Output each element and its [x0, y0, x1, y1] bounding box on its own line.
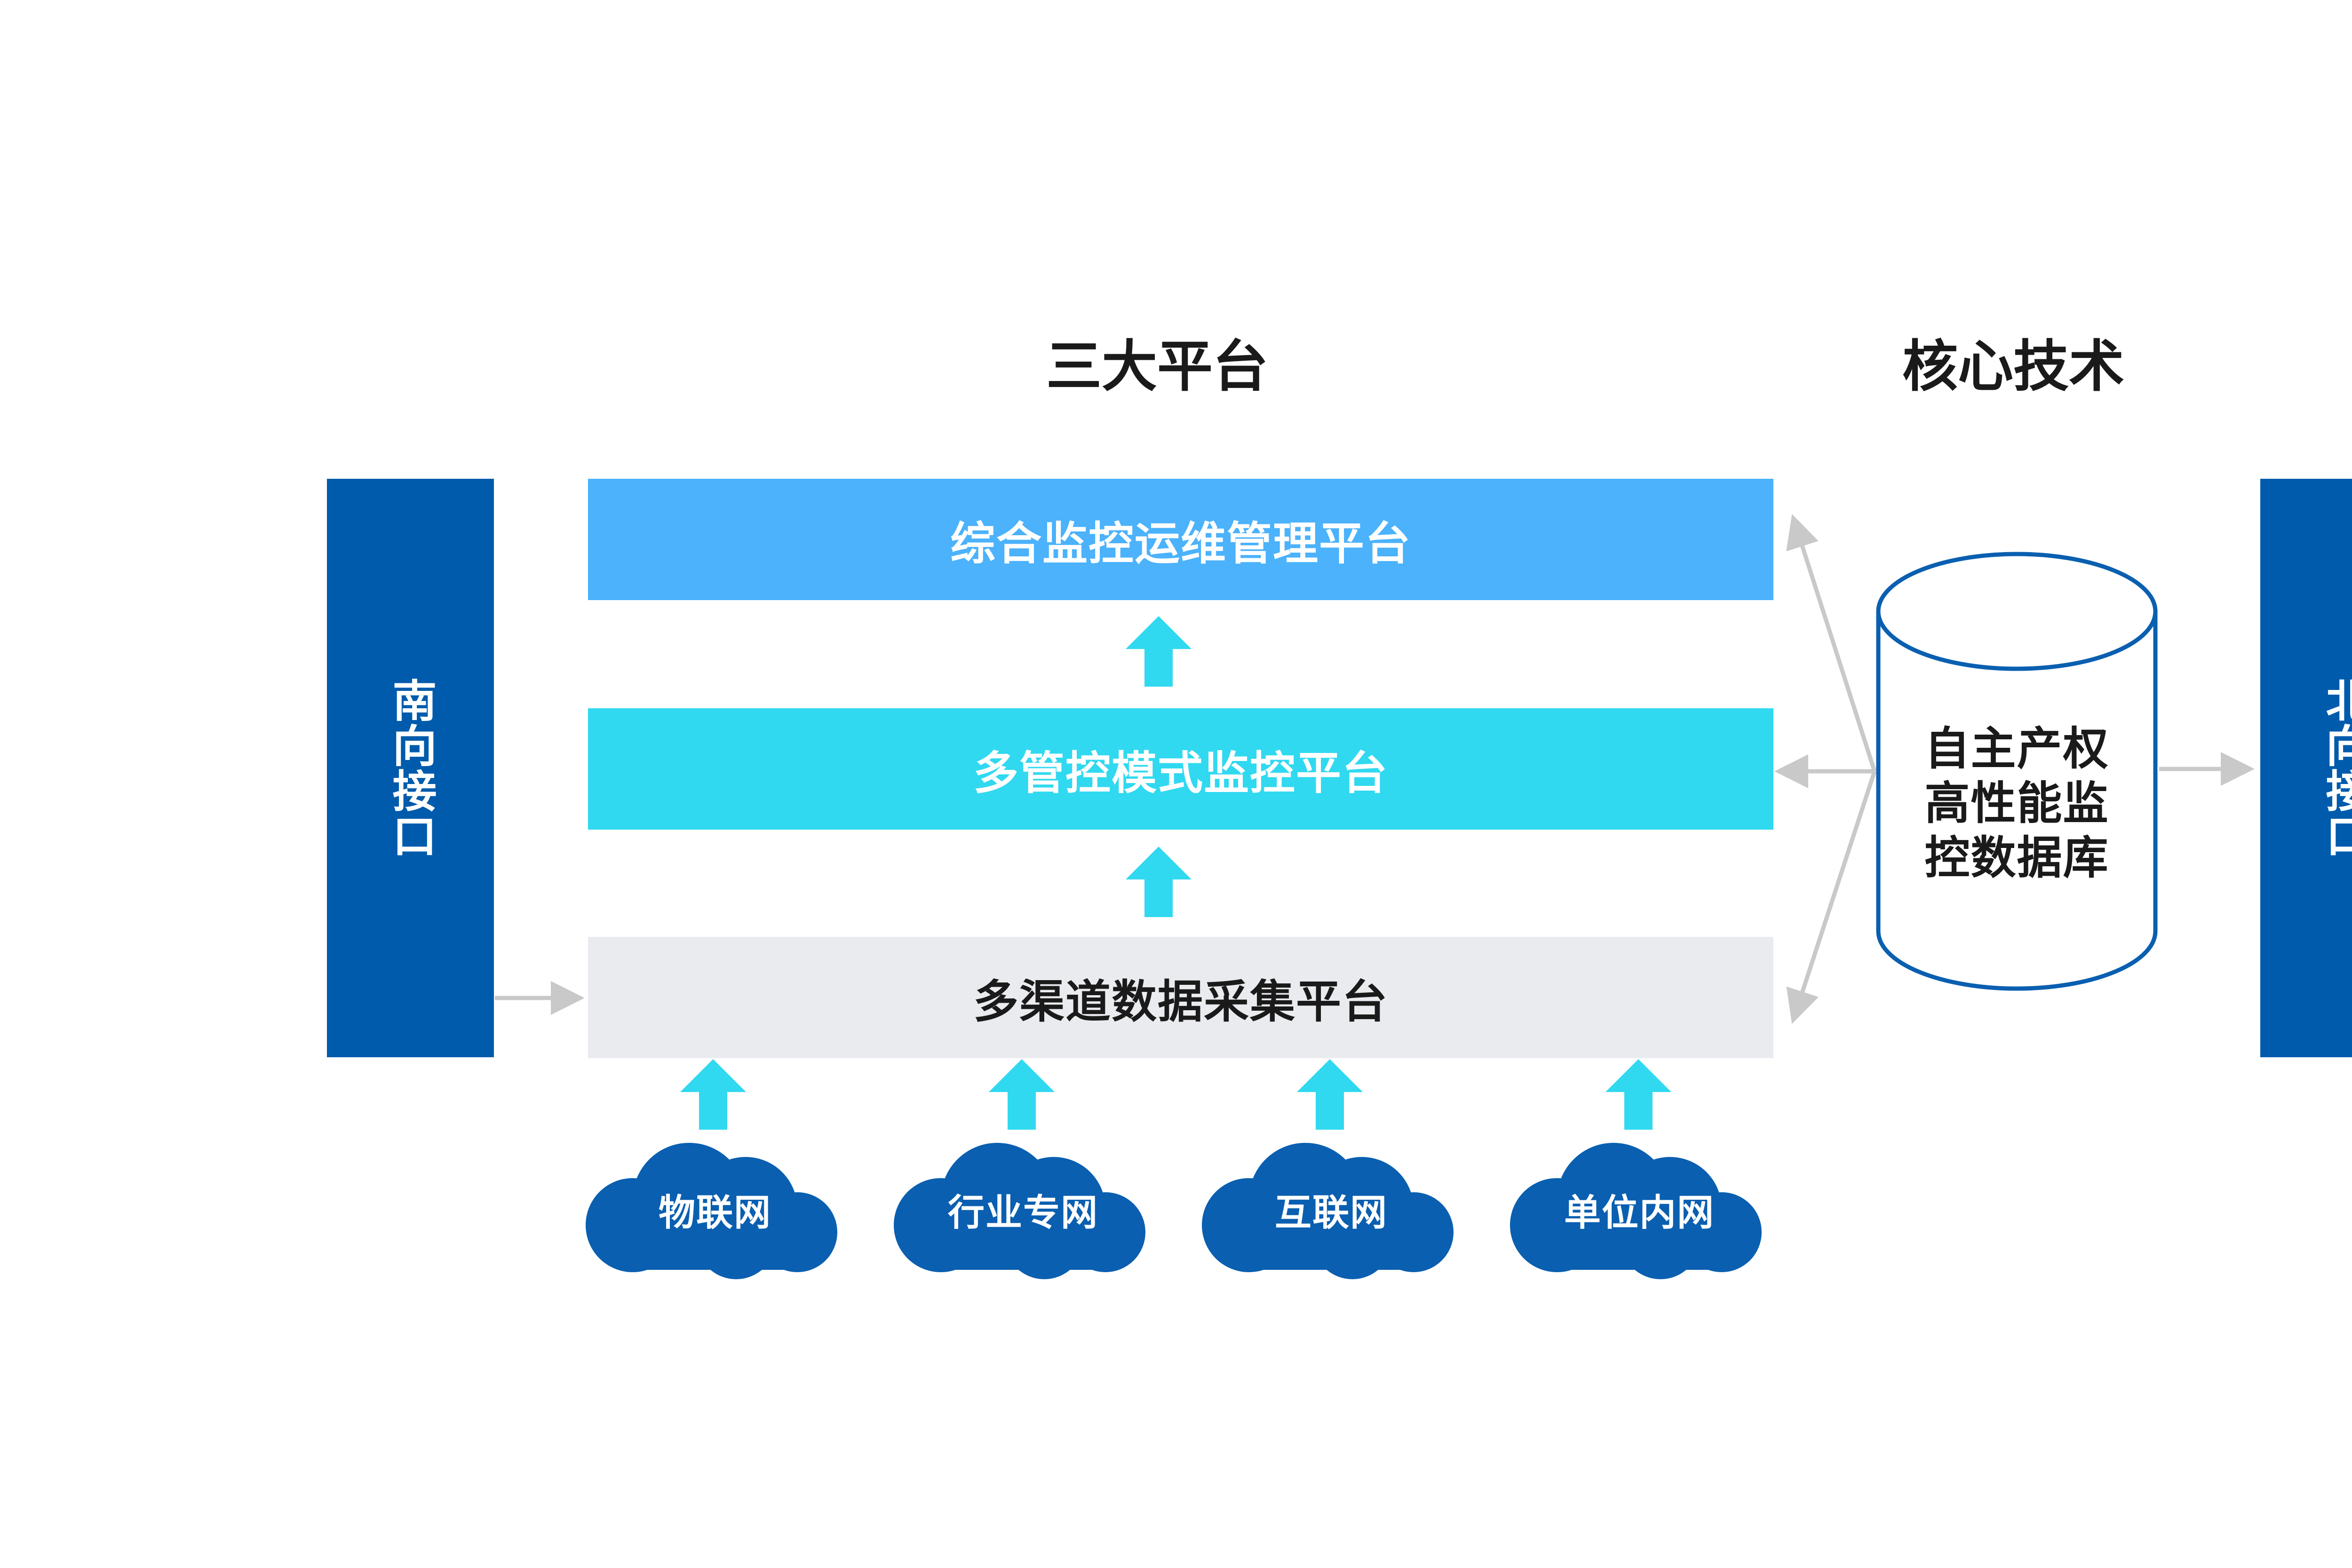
network-cloud-industry: 行业专网 — [884, 1138, 1162, 1279]
network-label: 单位内网 — [1564, 1192, 1715, 1234]
south-interface-bar: 南向接口 — [327, 479, 494, 1057]
north-interface-label: 北向接口 — [2318, 678, 2352, 858]
database-icon — [1876, 552, 2158, 991]
north-interface-bar: 北向接口 — [2260, 479, 2352, 1057]
platform-multi-control-label: 多管控模式监控平台 — [973, 746, 1388, 800]
platform-comprehensive-ops-label: 综合监控运维管理平台 — [950, 517, 1411, 570]
platform-comprehensive-ops: 综合监控运维管理平台 — [588, 479, 1773, 600]
up-arrow-icon — [680, 1059, 746, 1130]
network-cloud-internet: 互联网 — [1192, 1138, 1470, 1279]
database-text-line: 自主产权 — [1924, 722, 2109, 775]
database-text-line: 控数据库 — [1924, 832, 2109, 884]
platform-multi-control: 多管控模式监控平台 — [588, 708, 1773, 830]
up-arrow-icon — [1126, 847, 1192, 917]
cloud-icon — [586, 1143, 837, 1279]
network-label: 物联网 — [658, 1192, 771, 1234]
cloud-icon — [894, 1143, 1145, 1279]
database-cylinder: 自主产权 高性能监 控数据库 — [1875, 550, 2159, 992]
database-text-line: 高性能监 — [1924, 777, 2109, 830]
arrow-db-to-top — [1786, 514, 1877, 772]
platform-data-collection-label: 多渠道数据采集平台 — [973, 975, 1388, 1028]
south-interface-label: 南向接口 — [385, 678, 437, 858]
network-label: 行业专网 — [947, 1192, 1098, 1234]
network-cloud-iot: 物联网 — [576, 1138, 854, 1279]
three-platforms-heading: 三大平台 — [1046, 334, 1268, 399]
network-cloud-intranet: 单位内网 — [1501, 1138, 1778, 1279]
network-label: 互联网 — [1274, 1192, 1388, 1234]
cloud-icon — [1202, 1143, 1454, 1279]
up-arrow-icon — [989, 1059, 1055, 1130]
up-arrow-icon — [1605, 1059, 1671, 1130]
arrow-db-to-bottom — [1786, 770, 1877, 1024]
platform-data-collection: 多渠道数据采集平台 — [588, 937, 1773, 1058]
up-arrow-icon — [1297, 1059, 1363, 1130]
cloud-icon — [1510, 1143, 1762, 1279]
core-technology-heading: 核心技术 — [1902, 334, 2124, 399]
up-arrow-icon — [1126, 616, 1192, 687]
